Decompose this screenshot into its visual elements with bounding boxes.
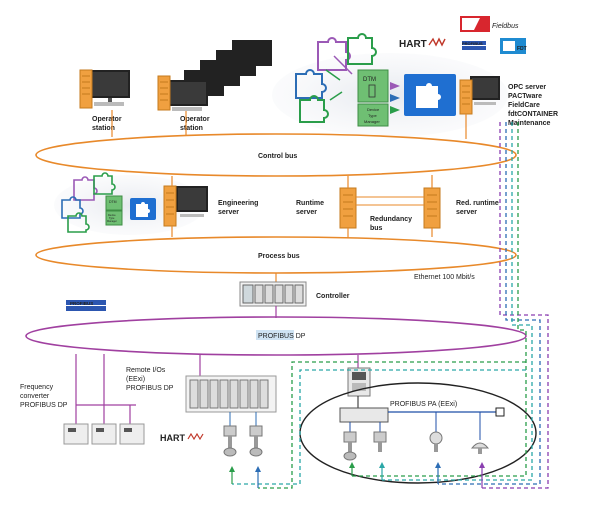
process-bus-label: Process bus: [258, 253, 300, 260]
controller: [239, 281, 307, 307]
puzzle-pieces-engineering: [61, 172, 116, 233]
svg-text:Type: Type: [368, 113, 377, 118]
operator-station-2: [157, 40, 272, 111]
profibus-logo-top: PROFIBUS: [462, 41, 486, 50]
svg-text:Device: Device: [108, 214, 116, 217]
control-bus-label: Control bus: [258, 153, 297, 160]
segment-coupler: [347, 367, 371, 397]
profibus-dp-highlight: [256, 330, 294, 340]
control-bus: [35, 133, 517, 177]
svg-text:Type: Type: [109, 217, 115, 220]
engineering-frame-icon: [130, 198, 156, 220]
opc-label-5: Maintenance: [508, 120, 551, 127]
runtime-server: [339, 187, 357, 229]
engineering-server-pc: [163, 185, 208, 227]
runtime-server-label-2: server: [296, 209, 317, 216]
frequency-converters: [63, 423, 145, 445]
svg-text:PROFIBUS: PROFIBUS: [70, 301, 93, 306]
engineering-dtm-box: DTM Device Type Manager: [105, 195, 123, 226]
controller-label: Controller: [316, 293, 350, 300]
operator-station-1-label-line2: station: [92, 125, 115, 132]
pa-device-4: [470, 442, 490, 454]
hart-logo-bottom: HART: [160, 432, 204, 443]
redundancy-bus-line: [356, 196, 424, 206]
opc-label-2: PACTware: [508, 93, 542, 100]
pa-device-3: [429, 431, 443, 452]
svg-text:HART: HART: [399, 39, 427, 50]
redundancy-bus-label-2: bus: [370, 225, 383, 232]
svg-text:HART: HART: [160, 433, 185, 443]
field-device-remote-1: [223, 425, 237, 457]
puzzle-pieces-top: [295, 33, 377, 123]
engineering-server-label-1: Engineering: [218, 200, 258, 207]
profibus-pa-label: PROFIBUS PA (EExi): [390, 401, 457, 408]
svg-text:Manager: Manager: [364, 119, 380, 124]
frequency-converter-label-3: PROFIBUS DP: [20, 402, 68, 409]
svg-text:DTM: DTM: [363, 77, 376, 83]
fdt-logo: FDT: [500, 38, 527, 54]
svg-text:PROFIBUS: PROFIBUS: [462, 41, 483, 46]
frequency-converter-lines: [75, 354, 136, 424]
redundancy-bus-label-1: Redundancy: [370, 216, 412, 223]
operator-station-2-label-line1: Operator: [180, 116, 210, 123]
red-runtime-server: [423, 187, 441, 229]
opc-label-3: FieldCare: [508, 102, 540, 109]
remote-io-rack: [185, 375, 277, 413]
profibus-dp-bus: [25, 316, 527, 356]
runtime-server-label-1: Runtime: [296, 200, 324, 207]
operator-station-2-label-line2: station: [180, 125, 203, 132]
frequency-converter-label-1: Frequency: [20, 384, 54, 391]
opc-label-4: fdtCONTAINER: [508, 111, 558, 118]
operator-station-1-label-line1: Operator: [92, 116, 122, 123]
svg-text:Manager: Manager: [107, 220, 117, 223]
profibus-pa-segment: [299, 382, 537, 484]
svg-text:Device: Device: [367, 107, 380, 112]
svg-text:FDT: FDT: [517, 46, 527, 52]
svg-text:Fieldbus: Fieldbus: [492, 23, 519, 30]
red-runtime-server-label-2: server: [456, 209, 477, 216]
opc-server-pc: [459, 76, 500, 115]
ethernet-label: Ethernet 100 Mbit/s: [414, 274, 475, 281]
engineering-server-label-2: server: [218, 209, 239, 216]
frame-app-icon-top: [404, 74, 456, 116]
pa-device-2: [373, 431, 387, 452]
dtm-box: DTM Device Type Manager: [357, 69, 389, 127]
frequency-converter-label-2: converter: [20, 393, 50, 400]
svg-text:DTM: DTM: [109, 200, 117, 204]
arrow-icons-top: [390, 82, 400, 114]
pa-junction-box: [339, 407, 389, 423]
remote-ios-label-3: PROFIBUS DP: [126, 385, 174, 392]
operator-station-1: [79, 69, 130, 109]
opc-label-1: OPC server: [508, 84, 546, 91]
remote-ios-label-1: Remote I/Os: [126, 367, 166, 374]
fieldbus-logo: Fieldbus: [460, 16, 519, 32]
profibus-dp-label: PROFIBUS DP: [258, 333, 306, 340]
red-runtime-server-label-1: Red. runtime: [456, 200, 499, 207]
field-device-remote-2: [249, 425, 263, 457]
profibus-logo-middle: PROFIBUS: [66, 300, 106, 311]
upward-arrows: [229, 462, 485, 488]
remote-ios-label-2: (EExi): [126, 376, 145, 383]
pa-device-1: [343, 431, 357, 461]
hart-logo: HART: [399, 37, 446, 50]
